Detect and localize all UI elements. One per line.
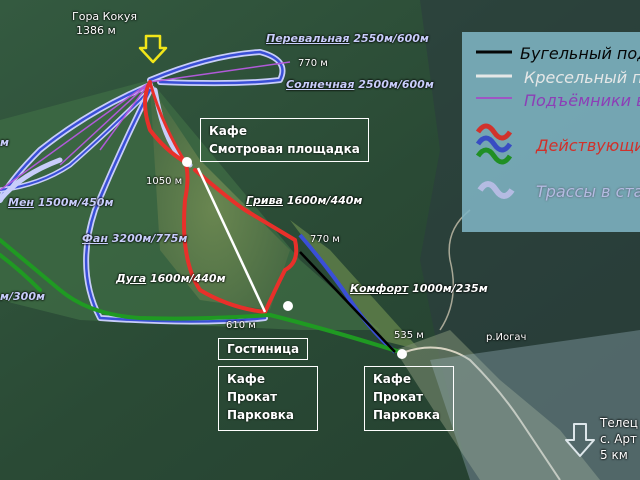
river-label: р.Иогач: [486, 332, 527, 343]
bottom-right-line2: с. Арт: [600, 432, 638, 446]
trail-spec: 2500м/600м: [358, 78, 434, 91]
legend-red-wave: [475, 123, 513, 141]
box-line: Парковка: [373, 408, 440, 422]
legend-planned-wave: [477, 181, 515, 199]
trail-spec: 1000м/235м: [412, 282, 488, 295]
box-line: Кафе: [373, 372, 411, 386]
trail-name: Мен: [8, 196, 35, 209]
legend-green-wave: [475, 147, 513, 165]
trail-spec: 2550м/600м: [353, 32, 429, 45]
legend-symbols: [475, 50, 515, 199]
active-trails-green: [0, 238, 402, 354]
chair-lift-line: [196, 167, 267, 313]
lower-station-dot: [397, 349, 407, 359]
river-road: [404, 346, 561, 480]
bottom-right-line3: 5 км: [600, 448, 628, 462]
trail-name: Дуга: [116, 272, 147, 285]
summit-box: Кафе Смотровая площадка: [200, 118, 369, 162]
lower-services-box: Кафе Прокат Парковка: [364, 366, 454, 431]
summit-station-dot: [182, 157, 192, 167]
haze-overlay: [430, 330, 640, 480]
elevation-lower-base: 535 м: [394, 330, 424, 341]
box-line: Парковка: [227, 408, 294, 422]
box-line: Кафе: [227, 372, 265, 386]
trail-fragment-left-top: м: [0, 136, 9, 149]
direction-arrow-icon: [565, 423, 595, 457]
trail-name: Солнечная: [286, 78, 355, 91]
mountain-road: [439, 209, 471, 331]
peak-name: Гора Кокуя: [72, 10, 137, 23]
bottom-right-line1: Телец: [600, 416, 638, 430]
box-line: Гостиница: [227, 342, 300, 356]
trail-spec: 1600м/440м: [149, 272, 226, 285]
trail-spec: 1500м/450м: [37, 196, 114, 209]
legend-planned-lift-label: Подъёмники в ст: [524, 91, 640, 110]
drag-lift-line: [299, 251, 396, 353]
comfort-slope: [290, 220, 420, 350]
valley: [395, 330, 600, 480]
planned-lifts: [0, 61, 291, 191]
trail-fragment-left-bottom: м/300м: [0, 290, 45, 303]
summit-arrow-icon: [138, 34, 168, 64]
legend-active-trails-label: Действующие т: [536, 136, 640, 155]
box-line: Прокат: [227, 390, 278, 404]
box-line: Кафе: [209, 124, 247, 138]
box-line: Прокат: [373, 390, 424, 404]
elevation-top-station: 1050 м: [146, 176, 183, 187]
hotel-box: Гостиница: [218, 338, 309, 360]
trail-spec: 1600м/440м: [286, 194, 363, 207]
elevation-comfort-top: 770 м: [310, 234, 340, 245]
base-station-dot: [283, 301, 293, 311]
trail-label-fan: Фан 3200м/775м: [82, 232, 187, 245]
trail-label-comfort: Комфорт 1000м/235м: [350, 282, 488, 295]
trail-label-duga: Дуга 1600м/440м: [116, 272, 226, 285]
trail-label-men: Мен 1500м/450м: [8, 196, 113, 209]
legend-drag-lift-label: Бугельный подъё: [520, 44, 640, 63]
base-services-box: Кафе Прокат Парковка: [218, 366, 318, 431]
legend-planned-trails-label: Трассы в стади: [536, 182, 640, 201]
peak-height: 1386 м: [76, 24, 116, 37]
trail-name: Перевальная: [266, 32, 350, 45]
elevation-base: 610 м: [226, 320, 256, 331]
legend: Бугельный подъё Кресельный подъ Подъёмни…: [462, 32, 640, 232]
legend-blue-wave: [475, 135, 513, 153]
trail-name: Фан: [82, 232, 108, 245]
trail-label-griva: Грива 1600м/440м: [246, 194, 362, 207]
trail-label-solnechnaya: Солнечная 2500м/600м: [286, 78, 434, 91]
elevation-pass: 770 м: [298, 58, 328, 69]
active-trails-red: [143, 80, 299, 314]
trail-spec: 3200м/775м: [111, 232, 188, 245]
trail-name: Грива: [246, 194, 283, 207]
legend-chair-lift-label: Кресельный подъ: [524, 68, 640, 87]
trail-label-perevalnaya: Перевальная 2550м/600м: [266, 32, 429, 45]
box-line: Смотровая площадка: [209, 142, 360, 156]
trail-name: Комфорт: [350, 282, 409, 295]
